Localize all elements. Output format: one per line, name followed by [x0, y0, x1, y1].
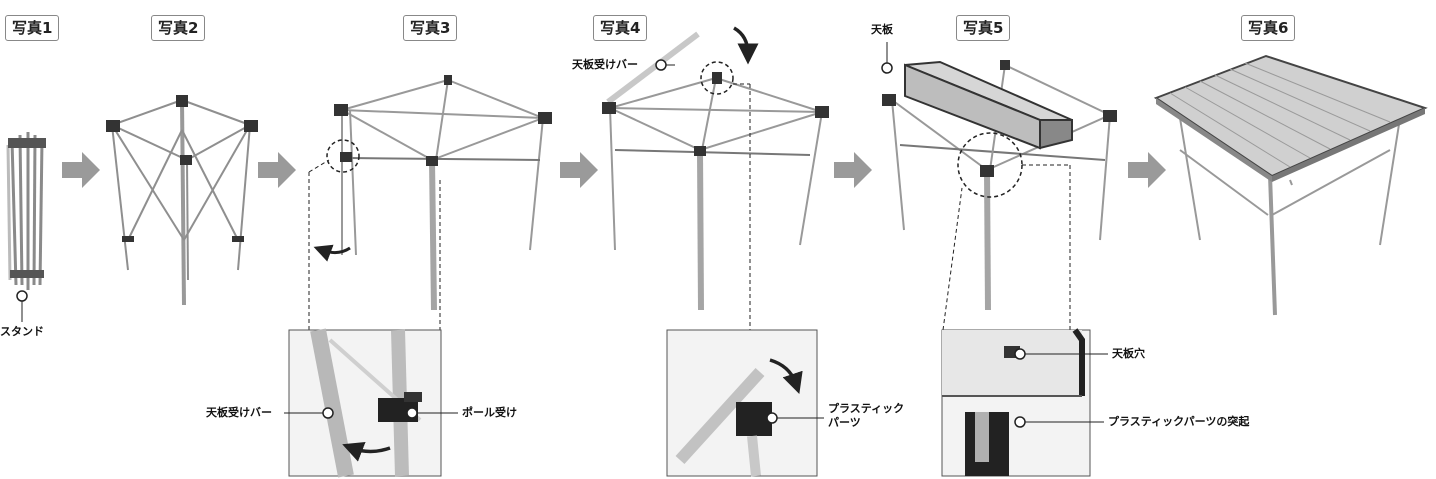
step-arrow-4 [834, 152, 872, 188]
plastic-projection-label: プラスティックパーツの突起 [1108, 415, 1250, 428]
photo-5-frame [891, 64, 1111, 311]
tabletop-bar-label-photo4: 天板受けバー [572, 58, 638, 71]
photo-1-folded-frame [6, 132, 46, 290]
photo-5-label: 写真5 [956, 15, 1011, 41]
photo-5-table-top-roll [904, 60, 1073, 150]
photo-2-label: 写真2 [151, 15, 206, 41]
step-arrow-3 [560, 152, 598, 188]
photo-4-label: 写真4 [593, 15, 648, 41]
photo-6-table-top [1153, 54, 1428, 182]
plastic-parts-label-line1: プラスティック [828, 402, 905, 415]
step-arrow-2 [258, 152, 296, 188]
stand-label: スタンド [0, 325, 44, 338]
photo-4-detail-circle [700, 61, 734, 95]
photo-2-frame [111, 99, 251, 306]
plastic-parts-label: プラスティック パーツ [828, 402, 904, 430]
stand-callout-dot [16, 290, 28, 302]
photo-3-rotate-arrow [313, 244, 351, 262]
photo-1-label: 写真1 [5, 15, 60, 41]
step-arrow-1 [62, 152, 100, 188]
photo-3-frame [341, 79, 544, 311]
detail-3-closeup [288, 328, 442, 478]
pole-holder-label: ポール受け [462, 406, 517, 419]
step-arrow-5 [1128, 152, 1166, 188]
photo-3-detail-circle [326, 139, 360, 173]
photo-6-label: 写真6 [1241, 15, 1296, 41]
tabletop-label-photo5: 天板 [871, 23, 893, 36]
photo-3-label: 写真3 [403, 15, 458, 41]
plastic-parts-label-line2: パーツ [828, 416, 861, 429]
detail-4-closeup [666, 329, 818, 477]
tabletop-hole-label: 天板穴 [1112, 347, 1145, 360]
tabletop-bar-label-detail: 天板受けバー [206, 406, 272, 419]
photo-6-table [1179, 117, 1401, 316]
photo-4-rotate-arrow [733, 26, 759, 65]
